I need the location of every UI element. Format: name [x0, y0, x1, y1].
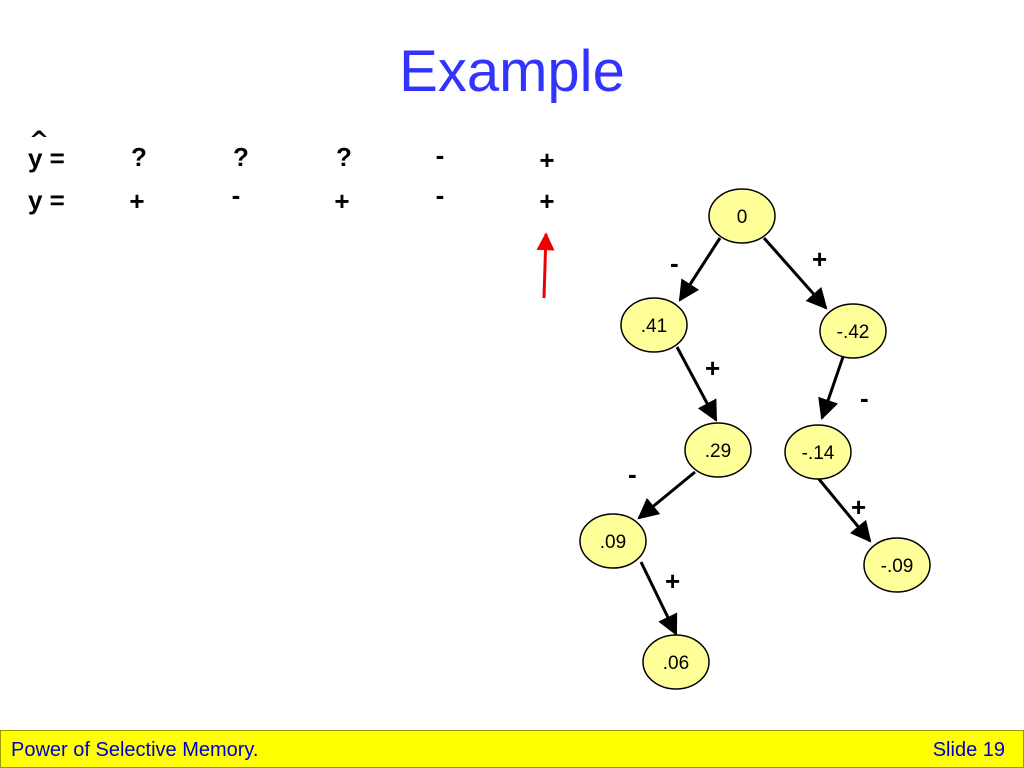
node-value: .29	[705, 441, 731, 462]
tree-edge	[678, 237, 722, 302]
node-value: -.14	[802, 443, 835, 464]
y-value: -	[435, 180, 445, 210]
red-pointer-arrow	[536, 232, 555, 299]
tree-node: .41	[620, 297, 688, 353]
tree-edge	[637, 470, 696, 520]
tree-node: .06	[642, 634, 710, 690]
tree-edge	[762, 237, 828, 310]
edge-label: -	[860, 383, 869, 413]
edge-label: +	[705, 353, 720, 383]
tree-diagram: - + + - - + + 0 .41 -.42 .29 -.14 .09	[536, 188, 931, 690]
yhat-value: ?	[131, 142, 147, 172]
tree-edge	[816, 477, 872, 543]
footer-bar: Power of Selective Memory. Slide 19	[0, 730, 1024, 768]
yhat-row-label: y =	[28, 143, 65, 173]
node-value: .09	[600, 532, 626, 553]
y-value: -	[231, 180, 241, 210]
hat-symbol: ^	[29, 126, 50, 154]
y-row-label: y =	[28, 185, 65, 215]
yhat-value: -	[435, 140, 445, 170]
y-value: +	[129, 186, 145, 216]
tree-edge	[639, 561, 678, 636]
yhat-value: +	[539, 145, 555, 175]
tree-node: -.14	[784, 424, 852, 480]
tree-node: 0	[708, 188, 776, 244]
edge-label: +	[665, 566, 680, 596]
slide-title: Example	[399, 39, 625, 104]
y-value: +	[539, 186, 555, 216]
y-value: +	[334, 186, 350, 216]
tree-node: -.42	[819, 303, 887, 359]
node-value: .06	[663, 653, 689, 674]
node-value: .41	[641, 316, 667, 337]
tree-edge	[675, 346, 718, 422]
tree-node: .29	[684, 422, 752, 478]
node-value: 0	[737, 207, 748, 228]
node-value: -.42	[837, 322, 870, 343]
node-value: -.09	[881, 556, 914, 577]
tree-node: -.09	[863, 537, 931, 593]
edge-label: +	[851, 492, 866, 522]
yhat-value: ?	[233, 142, 249, 172]
slide-number: Slide 19	[932, 739, 1005, 761]
tree-edge	[818, 353, 846, 420]
edge-label: -	[670, 248, 679, 278]
edge-label: -	[628, 459, 637, 489]
tree-node: .09	[579, 513, 647, 569]
yhat-value: ?	[336, 142, 352, 172]
footer-title: Power of Selective Memory.	[11, 739, 259, 761]
edge-label: +	[812, 244, 827, 274]
